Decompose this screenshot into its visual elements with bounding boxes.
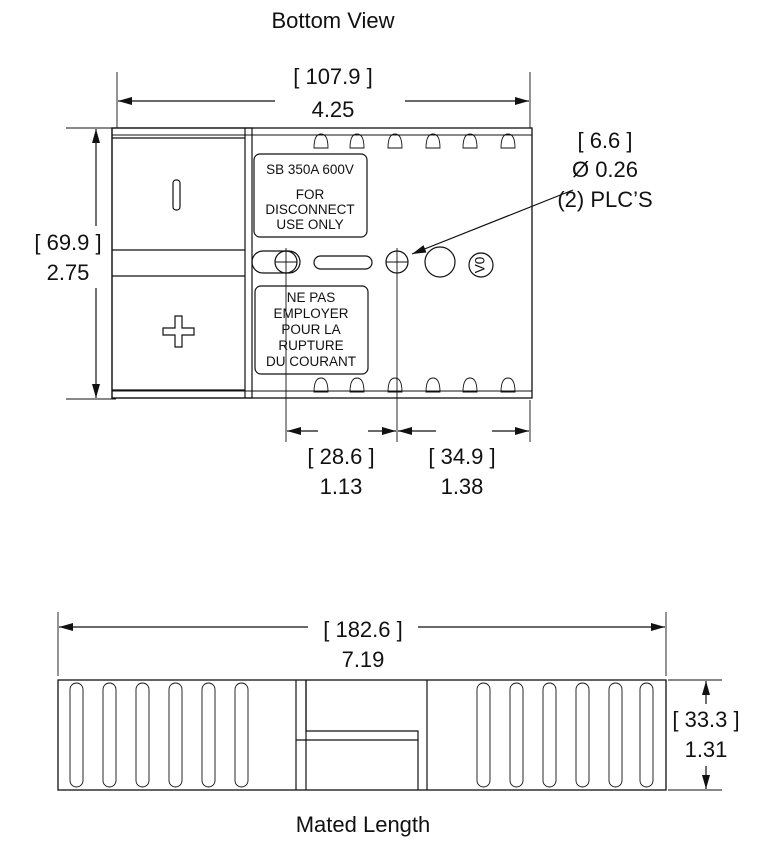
offset-2-mm-label: [ 34.9 ] [428, 444, 495, 469]
hole-dia-label: Ø 0.26 [572, 157, 638, 182]
bottom-view-title: Bottom View [271, 8, 394, 33]
upper-label-line-2: FOR [296, 187, 325, 202]
mated-length-in-label: 7.19 [342, 647, 385, 672]
lower-label-line-5: DU COURANT [266, 354, 356, 369]
mated-length-mm-label: [ 182.6 ] [323, 617, 403, 642]
width-mm-label: [ 107.9 ] [293, 64, 373, 89]
top-grip-ridges [313, 133, 516, 149]
width-in-label: 4.25 [312, 97, 355, 122]
lower-label-line-2: EMPLOYER [273, 306, 348, 321]
hole-mm-label: [ 6.6 ] [577, 128, 632, 153]
mated-height-mm-label: [ 33.3 ] [672, 707, 739, 732]
mated-interlock-top [305, 680, 419, 790]
mated-body [57, 679, 667, 791]
height-mm-label: [ 69.9 ] [34, 230, 101, 255]
mated-ridges-right [476, 682, 654, 788]
lower-label-line-1: NE PAS [287, 290, 336, 305]
offset-1-gap [318, 424, 368, 438]
hole-callout-leader [411, 189, 574, 255]
lower-label-line-4: RUPTURE [278, 338, 343, 353]
version-mark-circle [468, 252, 494, 278]
upper-label-line-1: SB 350A 600V [266, 162, 354, 177]
version-mark: V0 [473, 257, 488, 274]
round-recess [424, 246, 456, 278]
height-in-label: 2.75 [47, 260, 90, 285]
upper-label-line-4: USE ONLY [276, 217, 343, 232]
hole-qty-label: (2) PLC’S [557, 187, 652, 212]
lower-label-box [254, 285, 369, 375]
upper-label-line-3: DISCONNECT [265, 202, 354, 217]
mated-height-in-label: 1.31 [685, 737, 728, 762]
slot-left [251, 250, 301, 274]
bottom-grip-ridges [313, 377, 516, 393]
mated-ridges-left [69, 682, 249, 788]
slot-middle [313, 255, 373, 270]
offset-1-in-label: 1.13 [320, 474, 363, 499]
negative-symbol [172, 179, 181, 211]
mated-view: [ 182.6 ] 7.19 [57, 612, 740, 791]
offset-2-gap [436, 424, 492, 438]
lower-label-line-3: POUR LA [281, 322, 340, 337]
positive-symbol [162, 315, 195, 348]
mated-length-title: Mated Length [296, 812, 431, 837]
offset-1-mm-label: [ 28.6 ] [307, 444, 374, 469]
bottom-view: [ 107.9 ] 4.25 [ 69.9 ] 2.75 [34, 64, 652, 499]
upper-label-box [253, 153, 368, 238]
offset-2-in-label: 1.38 [441, 474, 484, 499]
